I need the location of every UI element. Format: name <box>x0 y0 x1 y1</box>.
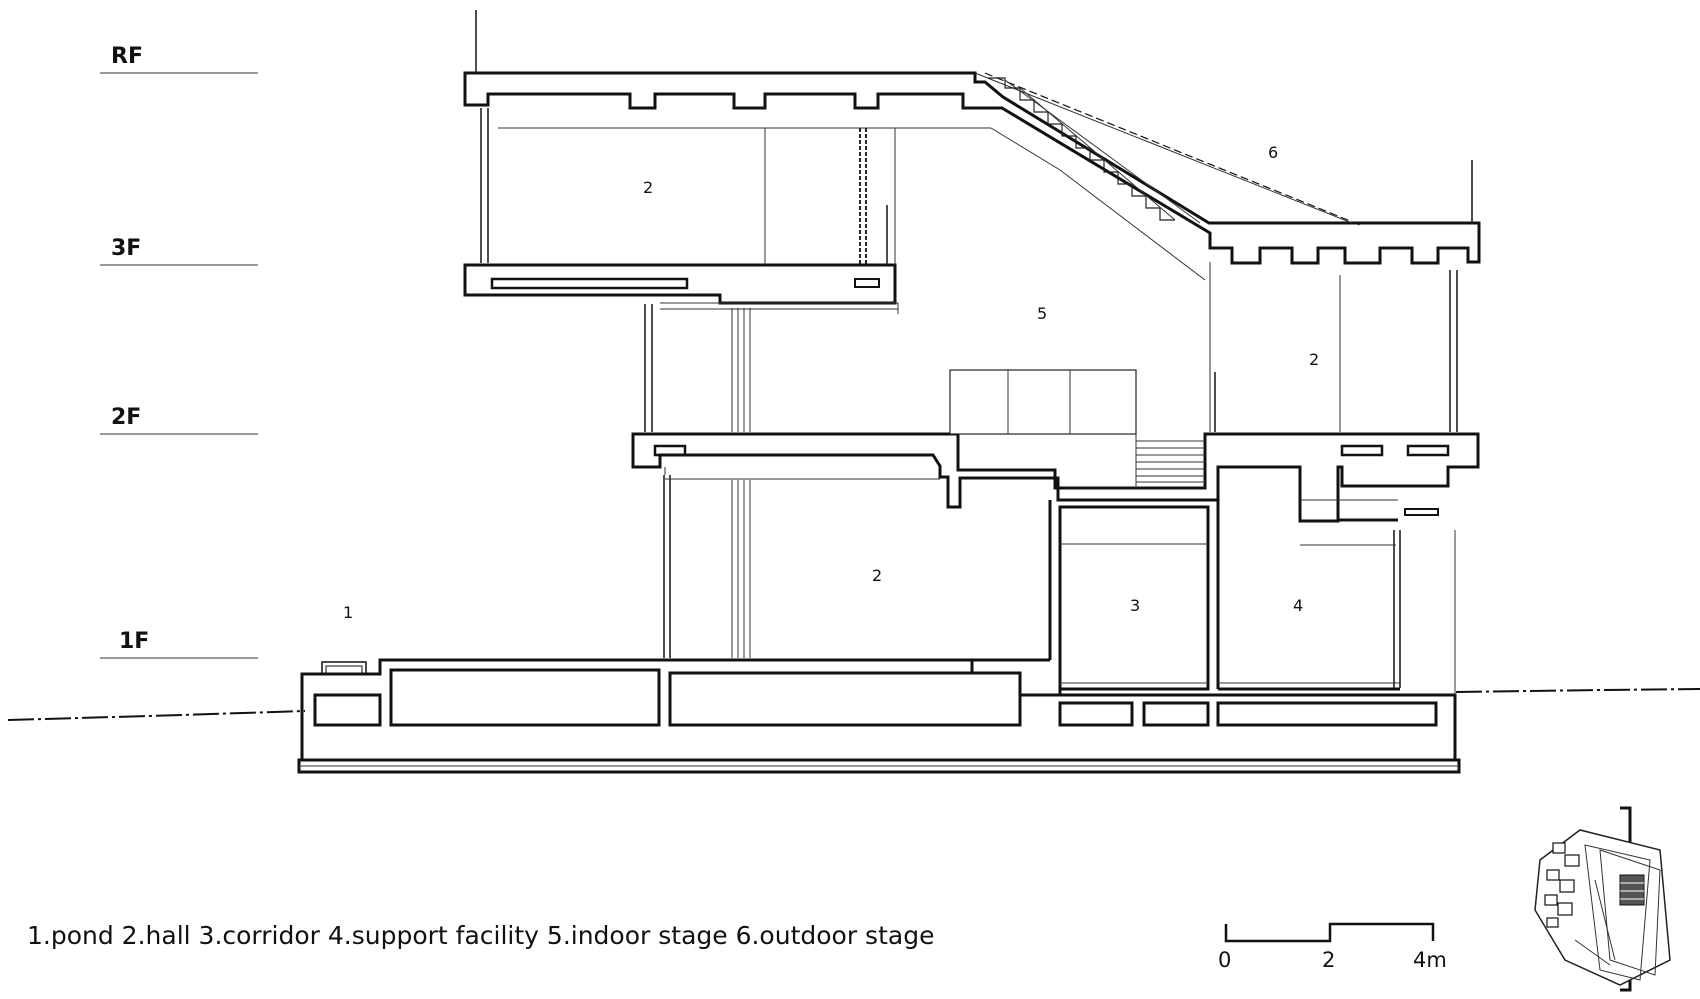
scale-tick-4m: 4m <box>1413 948 1447 972</box>
pond <box>321 661 367 675</box>
outdoor-stage-steps <box>974 72 1361 226</box>
room-label-pond: 1 <box>343 603 353 622</box>
floor-1f <box>663 465 1456 695</box>
level-2f-label: 2F <box>111 405 141 430</box>
floor-3f-block <box>463 10 1481 314</box>
scale-bar: 0 2 4m <box>1218 922 1447 972</box>
foundation <box>297 658 1461 774</box>
level-3f-label: 3F <box>111 236 141 261</box>
room-label-hall-2f: 2 <box>1309 350 1319 369</box>
room-label-hall-1f: 2 <box>872 566 882 585</box>
scale-tick-0: 0 <box>1218 948 1231 972</box>
room-label-outdoor-stage: 6 <box>1268 143 1278 162</box>
glazing-2f <box>644 270 1458 432</box>
level-markers: RF 3F 2F 1F <box>100 44 258 659</box>
room-labels: 1 2 2 2 3 4 5 6 <box>343 143 1319 622</box>
room-label-hall-3f: 2 <box>643 178 653 197</box>
room-label-support: 4 <box>1293 596 1303 615</box>
room-legend: 1.pond 2.hall 3.corridor 4.support facil… <box>27 921 934 950</box>
level-rf-label: RF <box>111 44 143 69</box>
level-1f-label: 1F <box>119 629 149 654</box>
interior-stair <box>949 369 1207 488</box>
room-label-indoor-stage: 5 <box>1037 304 1047 323</box>
floor-2f-slab <box>631 432 1480 523</box>
scale-tick-2: 2 <box>1322 948 1335 972</box>
room-label-corridor: 3 <box>1130 596 1140 615</box>
key-plan <box>1534 806 1671 992</box>
ground-line <box>7 688 1700 721</box>
